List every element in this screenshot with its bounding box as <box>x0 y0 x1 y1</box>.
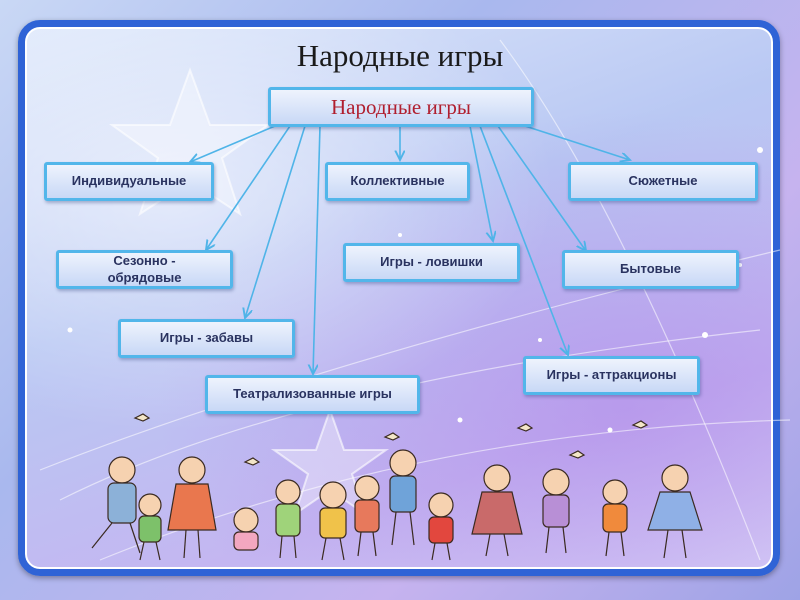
node-individual: Индивидуальные <box>44 162 214 201</box>
node-fun-games: Игры - забавы <box>118 319 295 358</box>
node-everyday: Бытовые <box>562 250 739 289</box>
root-node: Народные игры <box>268 87 534 127</box>
node-seasonal: Сезонно - обрядовые <box>56 250 233 289</box>
node-plot: Сюжетные <box>568 162 758 201</box>
node-collective: Коллективные <box>325 162 470 201</box>
slide-title: Народные игры <box>296 38 504 73</box>
node-theatrical: Театрализованные игры <box>205 375 420 414</box>
node-tag-games: Игры - ловишки <box>343 243 520 282</box>
node-attractions: Игры - аттракционы <box>523 356 700 395</box>
